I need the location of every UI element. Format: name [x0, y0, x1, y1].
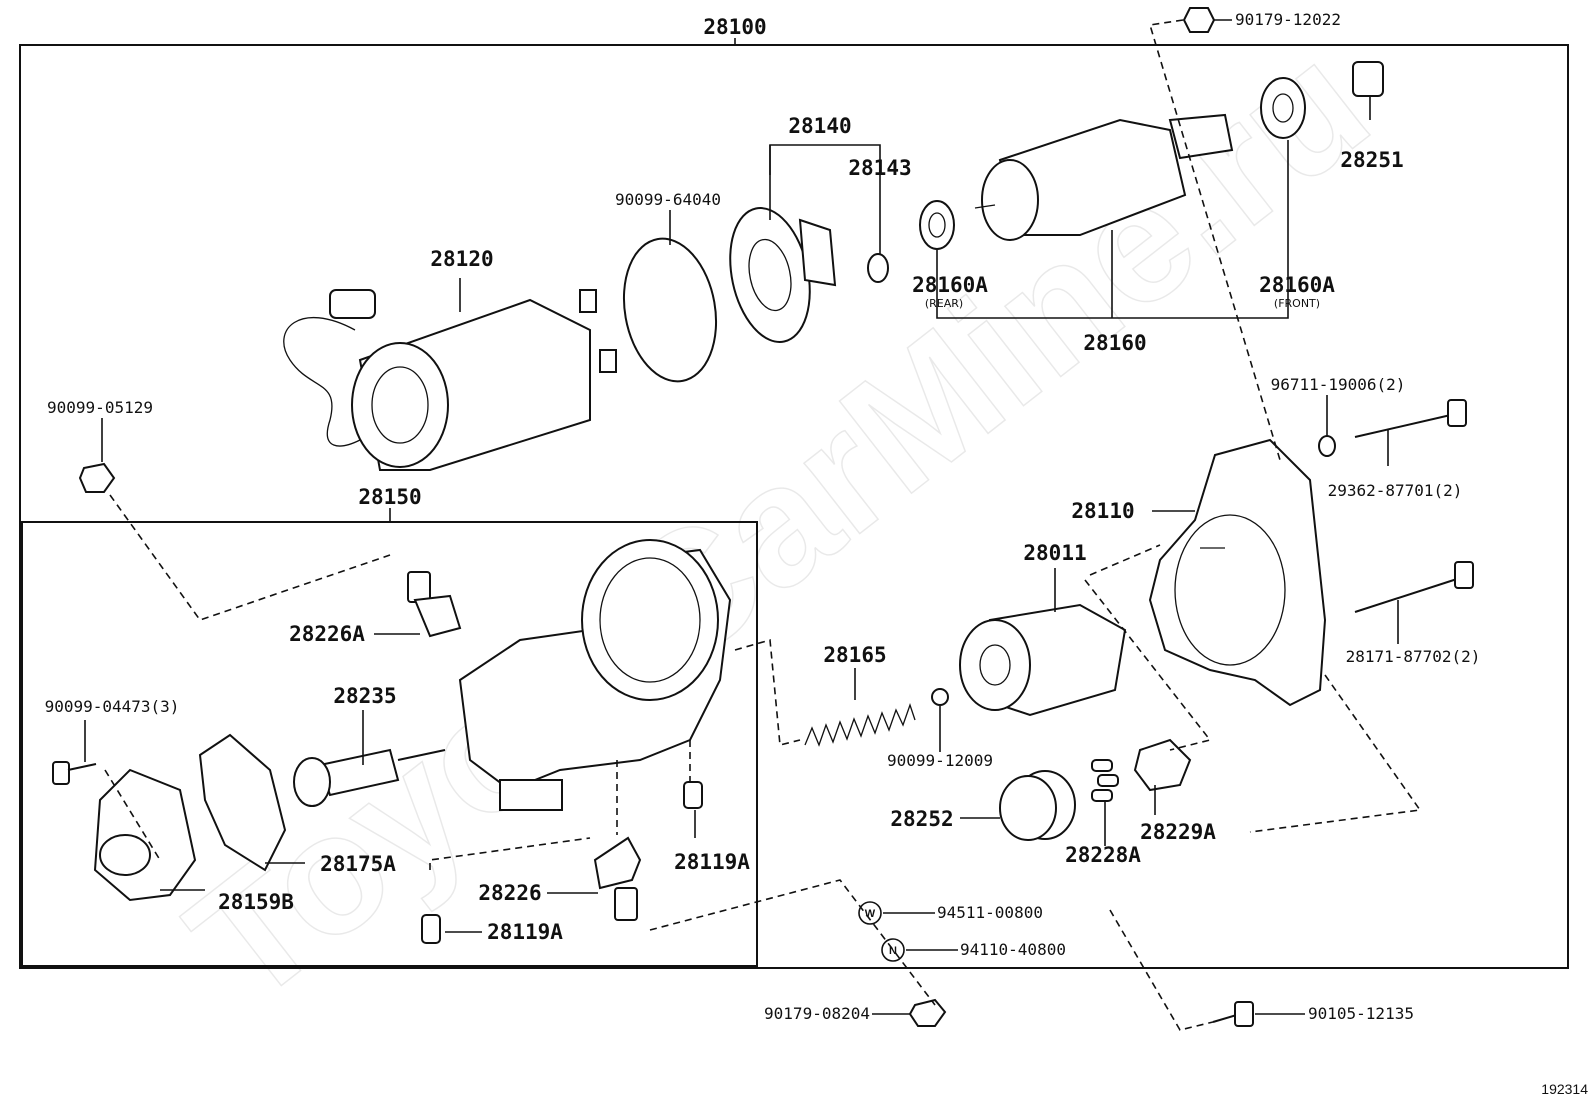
label-28226A[interactable]: 28226A	[289, 622, 365, 646]
label-90179-12022[interactable]: 90179-12022	[1235, 10, 1341, 29]
o-ring-part[interactable]	[613, 231, 727, 388]
brush-holder-part[interactable]	[719, 201, 837, 350]
label-28150[interactable]: 28150	[358, 485, 421, 509]
steel-ball-part[interactable]	[931, 688, 949, 706]
label-28110[interactable]: 28110	[1071, 499, 1134, 523]
part-labels: 28100 90179-12022 28140 28143 90099-6404…	[45, 10, 1589, 1097]
label-28140[interactable]: 28140	[788, 114, 851, 138]
roller-retainer-part[interactable]	[1133, 738, 1192, 792]
label-28011[interactable]: 28011	[1023, 541, 1086, 565]
terminal-lower-part[interactable]	[593, 836, 642, 921]
front-bearing-part[interactable]	[1260, 77, 1306, 139]
label-28171-87702[interactable]: 28171-87702(2)	[1346, 647, 1481, 666]
label-28120[interactable]: 28120	[430, 247, 493, 271]
return-spring-part[interactable]	[804, 702, 916, 747]
diagram-id: 192314	[1541, 1081, 1588, 1097]
label-28159B[interactable]: 28159B	[218, 890, 294, 914]
yoke-part[interactable]	[283, 289, 617, 471]
gasket-part[interactable]	[198, 733, 287, 872]
label-28165[interactable]: 28165	[823, 643, 886, 667]
housing-bolt-part[interactable]	[1212, 1001, 1254, 1027]
label-28252[interactable]: 28252	[890, 807, 953, 831]
long-bolt-lower-part[interactable]	[1354, 561, 1474, 613]
label-rear-note: (REAR)	[925, 297, 963, 310]
label-29362-87701[interactable]: 29362-87701(2)	[1328, 481, 1463, 500]
label-90105-12135[interactable]: 90105-12135	[1308, 1004, 1414, 1023]
leader-lines	[84, 19, 1399, 1015]
label-28175A[interactable]: 28175A	[320, 852, 396, 876]
label-28229A[interactable]: 28229A	[1140, 820, 1216, 844]
label-90099-05129[interactable]: 90099-05129	[47, 398, 153, 417]
svg-text:N: N	[889, 945, 897, 957]
label-28235[interactable]: 28235	[333, 684, 396, 708]
label-90099-12009[interactable]: 90099-12009	[887, 751, 993, 770]
label-28100[interactable]: 28100	[703, 15, 766, 39]
label-90179-08204[interactable]: 90179-08204	[764, 1004, 870, 1023]
assembly-frame	[19, 44, 1569, 969]
boot-lower-part[interactable]	[421, 914, 441, 944]
label-96711-19006[interactable]: 96711-19006(2)	[1271, 375, 1406, 394]
idler-gear-part[interactable]	[999, 770, 1076, 841]
plunger-part[interactable]	[293, 748, 446, 807]
dashed-assembly-lines	[104, 19, 1422, 1031]
label-90099-04473[interactable]: 90099-04473(3)	[45, 697, 180, 716]
clutch-part[interactable]	[959, 603, 1127, 717]
label-28143[interactable]: 28143	[848, 156, 911, 180]
nut-n-badge: N	[881, 938, 905, 962]
top-nut-part[interactable]	[1182, 7, 1216, 33]
magnetic-switch-housing-part[interactable]	[458, 539, 732, 811]
pinion-gear-part[interactable]	[1352, 61, 1384, 97]
label-90099-64040[interactable]: 90099-64040	[615, 190, 721, 209]
label-front-note: (FRONT)	[1274, 297, 1320, 310]
label-28226[interactable]: 28226	[478, 881, 541, 905]
label-28251[interactable]: 28251	[1340, 148, 1403, 172]
label-28119A-lower[interactable]: 28119A	[487, 920, 563, 944]
label-28160A-front[interactable]: 28160A	[1259, 273, 1335, 297]
washer-part[interactable]	[1318, 435, 1336, 457]
svg-text:W: W	[865, 908, 876, 920]
label-94511-00800[interactable]: 94511-00800	[937, 903, 1043, 922]
label-94110-40800[interactable]: 94110-40800	[960, 940, 1066, 959]
rollers-part[interactable]	[1091, 759, 1119, 802]
drive-housing-part[interactable]	[1148, 438, 1327, 707]
label-28160A-rear[interactable]: 28160A	[912, 273, 988, 297]
label-28160[interactable]: 28160	[1083, 331, 1146, 355]
cover-screw-part[interactable]	[52, 761, 97, 785]
armature-part[interactable]	[974, 113, 1234, 241]
long-bolt-upper-part[interactable]	[1354, 399, 1467, 438]
washer-w-badge: W	[858, 901, 882, 925]
label-28119A-upper[interactable]: 28119A	[674, 850, 750, 874]
terminal-upper-part[interactable]	[407, 571, 462, 638]
boot-upper-part[interactable]	[683, 781, 703, 809]
terminal-nut-part[interactable]	[908, 998, 947, 1027]
small-bearing-part[interactable]	[867, 253, 889, 283]
left-nut-part[interactable]	[78, 462, 116, 493]
rear-bearing-part[interactable]	[919, 200, 955, 250]
label-28228A[interactable]: 28228A	[1065, 843, 1141, 867]
